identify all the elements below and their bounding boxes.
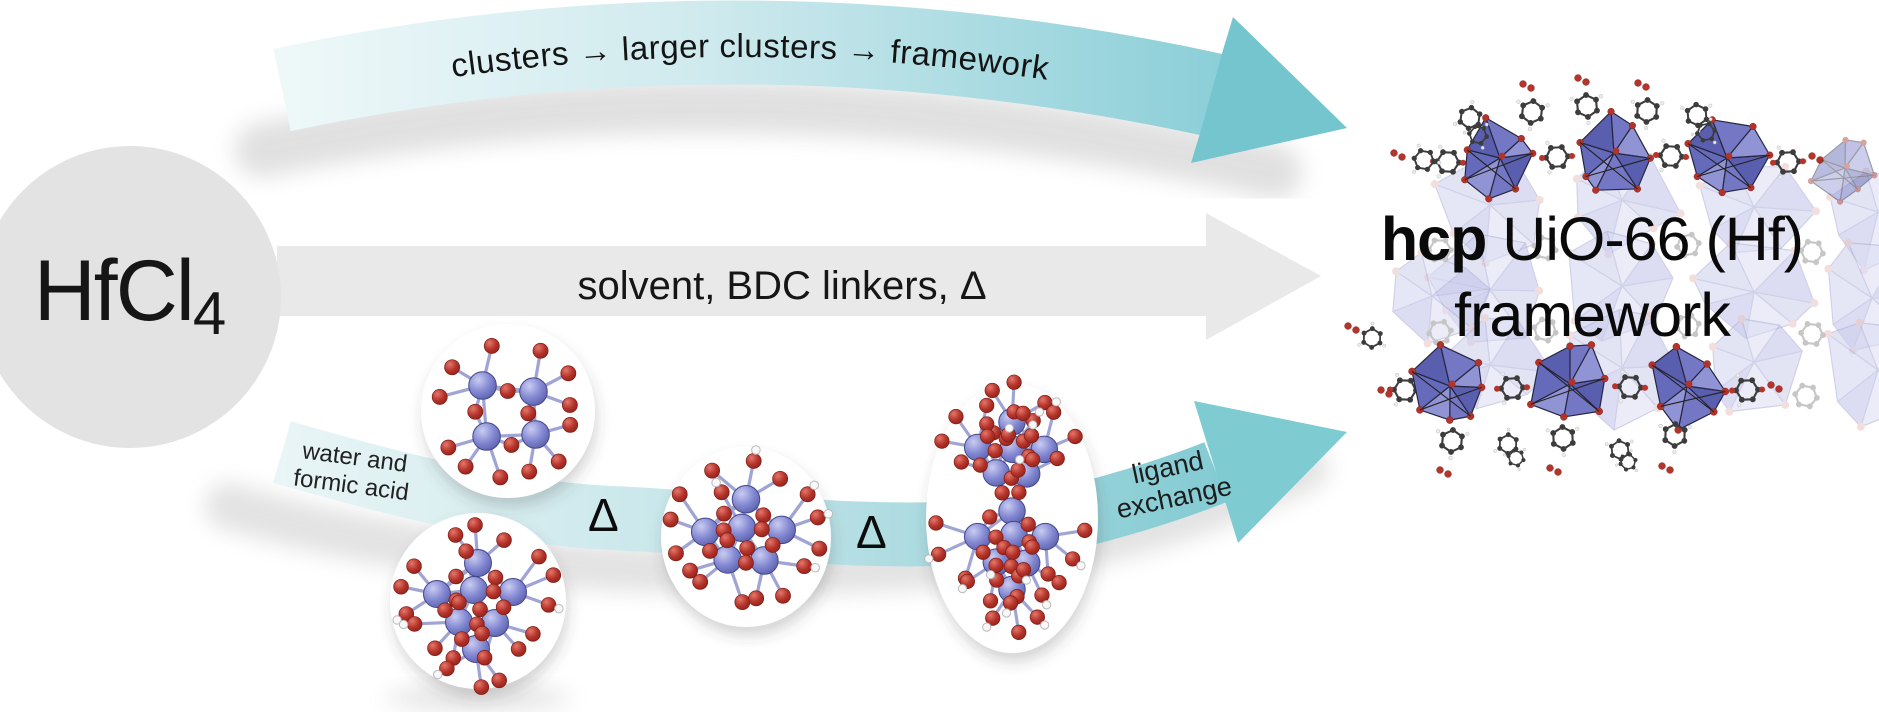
product-title-line1: hcp UiO-66 (Hf) [1380, 205, 1804, 273]
hf-polyhedra-cluster [1576, 107, 1654, 194]
intermediate-molecule-images [392, 338, 1093, 695]
benzene-linker [1502, 448, 1526, 472]
reactant-label: HfCl4 [0, 248, 280, 344]
delta-symbol-2: Δ [856, 506, 887, 558]
benzene-linker [1680, 101, 1713, 134]
benzene-linker [1653, 138, 1691, 173]
top-route-arrowhead [1191, 17, 1347, 163]
benzene-linker [1430, 144, 1468, 179]
hf-polyhedra-cluster [1684, 116, 1774, 197]
product-title: hcp UiO-66 (Hf) framework [1318, 202, 1866, 353]
benzene-linker [1462, 122, 1489, 150]
reactant-formula: HfCl [33, 243, 195, 339]
hf-polyhedra-cluster [1807, 136, 1878, 205]
benzene-linker [1493, 427, 1523, 456]
delta-symbol-1: Δ [588, 489, 619, 541]
product-title-line2: framework [1454, 280, 1731, 349]
hf6-cluster-image-b [662, 445, 834, 611]
benzene-linker [1426, 237, 1454, 263]
circle-shadow [386, 686, 570, 710]
benzene-linker [1357, 321, 1387, 350]
top-route-band [273, 0, 1228, 138]
reactant-circle [0, 146, 281, 448]
benzene-linker [1516, 98, 1550, 132]
benzene-linker [1658, 421, 1693, 455]
hf12-double-cluster-image [924, 374, 1093, 640]
bottom-route-arrowhead [1194, 401, 1347, 543]
hf4-cluster-image [431, 338, 579, 486]
benzene-linker [1729, 373, 1767, 408]
benzene-linker [1569, 92, 1604, 126]
benzene-linker [1612, 369, 1650, 404]
benzene-linker [1630, 97, 1665, 131]
top-arrow-shadow [235, 78, 1302, 199]
benzene-linker [1614, 448, 1638, 472]
hf-polyhedra-cluster [1392, 248, 1491, 348]
benzene-linker [1531, 234, 1559, 262]
hf-polyhedra-cluster [1408, 341, 1486, 424]
benzene-linker [1674, 312, 1702, 340]
benzene-linker [1792, 382, 1820, 410]
middle-route-label: solvent, BDC linkers, Δ [577, 264, 987, 308]
benzene-linker [1545, 424, 1580, 458]
middle-route-arrow [277, 213, 1321, 340]
benzene-linker [1531, 316, 1559, 344]
hf-polyhedra-cluster [1648, 342, 1730, 434]
benzene-linker [1411, 143, 1442, 174]
hf6-cluster-image-a [392, 517, 564, 695]
reactant-formula-subscript: 4 [192, 280, 227, 347]
benzene-linker [1674, 231, 1702, 259]
benzene-linker [1690, 117, 1717, 145]
product-framework-image [1344, 74, 1879, 478]
benzene-linker [1798, 238, 1826, 266]
benzene-linker [1494, 371, 1532, 406]
benzene-linker [1798, 321, 1826, 347]
hf-polyhedra-cluster [1527, 341, 1609, 421]
benzene-linker [1770, 145, 1808, 180]
hf-polyhedra-cluster [1461, 114, 1537, 203]
benzene-linker [1435, 427, 1470, 461]
hf-polyhedra-cluster [1823, 318, 1879, 431]
benzene-linker [1539, 140, 1577, 175]
benzene-linker [1426, 318, 1454, 346]
